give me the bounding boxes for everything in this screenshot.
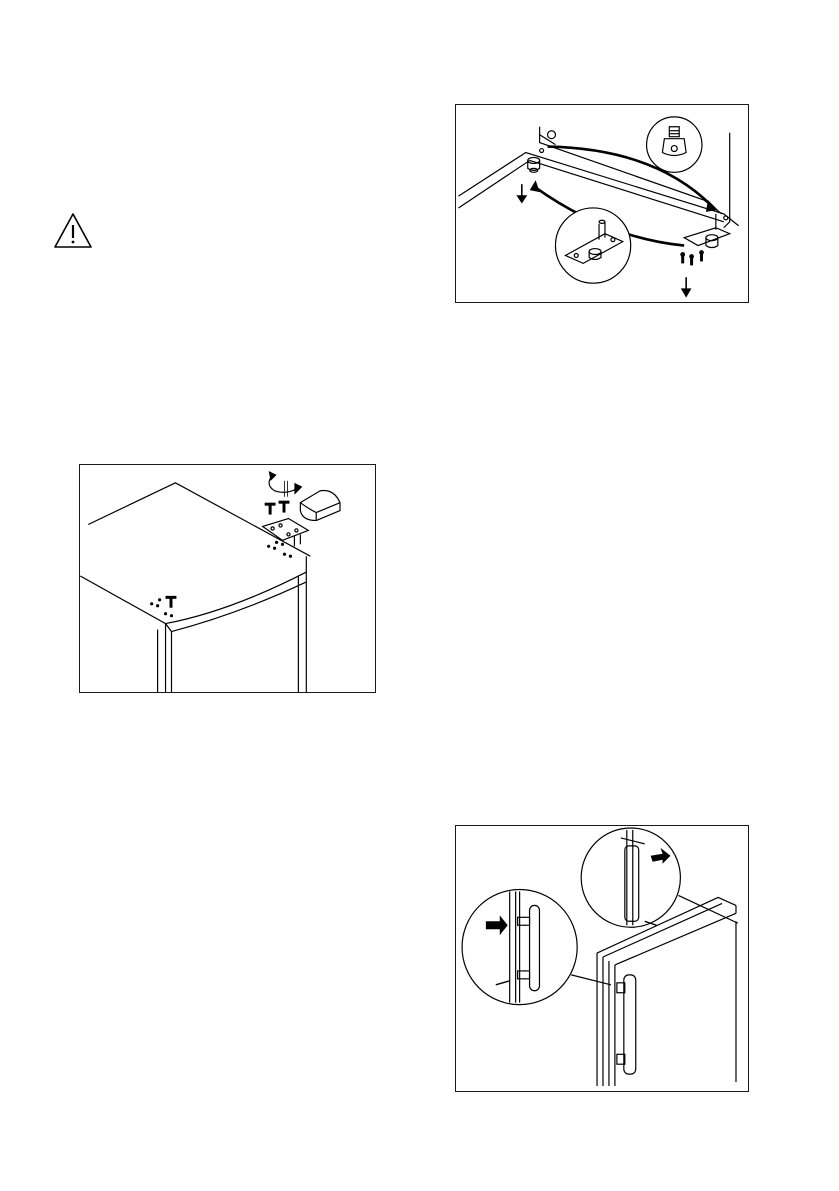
warning-triangle-icon — [53, 212, 93, 249]
bottom-hinge-figure — [455, 104, 749, 303]
top-hinge-figure — [79, 464, 376, 693]
door-handle-illustration — [456, 826, 748, 1091]
bottom-hinge-illustration — [456, 105, 748, 302]
door-handle-figure — [455, 825, 749, 1092]
top-hinge-illustration — [80, 465, 375, 692]
